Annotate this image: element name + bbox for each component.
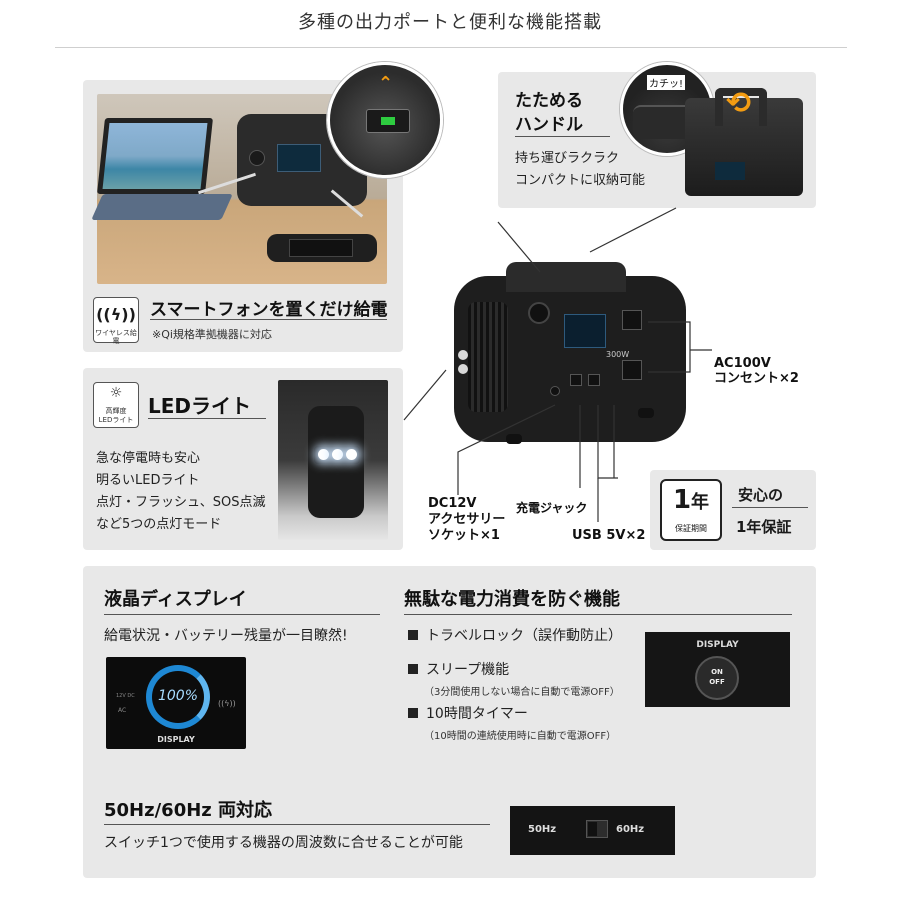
led-desc-line3: 点灯・フラッシュ、SOS点滅 xyxy=(96,495,266,510)
wireless-title-underline xyxy=(150,319,387,320)
fold-arrow-icon: ⟲ xyxy=(726,86,752,121)
lcd-wireless-icon: ((ϟ)) xyxy=(218,699,236,708)
freq-desc: スイッチ1つで使用する機器の周波数に合せることが可能 xyxy=(104,835,463,851)
dc-callout-line1: DC12V xyxy=(428,496,477,511)
callout-lines xyxy=(403,207,712,522)
led-light-photo xyxy=(278,380,388,540)
display-button-label: DISPLAY xyxy=(696,640,739,650)
led-title-underline xyxy=(148,418,266,419)
charge-jack-callout: 充電ジャック xyxy=(516,501,588,515)
on-label: ON xyxy=(711,668,723,676)
warranty-number: 1 xyxy=(672,485,692,515)
power-station-device: 300W xyxy=(446,262,694,452)
led-title: LEDライト xyxy=(148,394,252,418)
power-save-item-1: トラベルロック（誤作動防止） xyxy=(408,626,622,647)
smartphone-icon xyxy=(366,109,410,133)
wireless-pad-zoom: ⌃ xyxy=(327,62,443,178)
handle-product-photo xyxy=(685,88,803,196)
battery-percent: 100% xyxy=(157,688,199,704)
warranty-unit: 年 xyxy=(691,492,710,513)
warranty-divider xyxy=(732,507,808,508)
handle-desc-line2: コンパクトに収納可能 xyxy=(515,173,646,188)
off-label: OFF xyxy=(709,678,725,686)
handle-title-line1: たためる xyxy=(515,91,583,111)
on-off-button: ON OFF xyxy=(695,656,739,700)
lcd-left-label-1: 12V DC xyxy=(116,693,135,699)
led-desc-line2: 明るいLEDライト xyxy=(96,473,200,488)
led-desc-line1: 急な停電時も安心 xyxy=(96,451,201,466)
lcd-title: 液晶ディスプレイ xyxy=(104,589,247,610)
warranty-title-line1: 安心の xyxy=(738,486,784,504)
wireless-title: スマートフォンを置くだけ給電 xyxy=(150,300,388,320)
lcd-left-label-2: AC xyxy=(118,707,127,714)
device-watt-readout: 300W xyxy=(606,350,630,359)
dc-callout-line2: アクセサリー xyxy=(428,512,506,527)
lcd-desc: 給電状況・バッテリー残量が一目瞭然! xyxy=(104,628,348,644)
led-desc-line4: など5つの点灯モード xyxy=(96,517,222,532)
lcd-title-underline xyxy=(104,614,380,615)
freq-50-label: 50Hz xyxy=(528,824,557,835)
handle-title-line2: ハンドル xyxy=(515,115,583,135)
handle-title-underline xyxy=(515,136,610,137)
power-save-title-underline xyxy=(404,614,792,615)
wireless-note: ※Qi規格準拠機器に対応 xyxy=(152,328,272,341)
spark-icon: ⌃ xyxy=(378,73,394,94)
freq-switch-image: 50Hz 60Hz xyxy=(510,806,675,855)
freq-switch-toggle xyxy=(586,820,608,838)
page-title: 多種の出力ポートと便利な機能搭載 xyxy=(298,12,602,33)
power-save-item-3: 10時間タイマー xyxy=(408,704,528,725)
freq-60-label: 60Hz xyxy=(616,824,645,835)
title-divider xyxy=(55,47,847,48)
handle-click-sound: カチッ! xyxy=(647,75,686,90)
warranty-sub: 保証期間 xyxy=(675,524,707,533)
game-console-icon xyxy=(267,234,377,262)
freq-title: 50Hz/60Hz 両対応 xyxy=(104,800,273,821)
handle-desc-line1: 持ち運びラクラク xyxy=(515,151,620,166)
led-light-icon: ☼ 高輝度 LEDライト xyxy=(93,382,139,428)
power-save-item-2: スリープ機能 xyxy=(408,660,509,681)
warranty-title-line2: 1年保証 xyxy=(736,518,792,536)
power-save-title: 無駄な電力消費を防ぐ機能 xyxy=(404,589,620,610)
display-button-image: DISPLAY ON OFF xyxy=(645,632,790,707)
usb-callout: USB 5V×2 xyxy=(572,528,646,543)
ac-callout-line1: AC100V xyxy=(714,356,771,371)
power-save-item-2-note: （3分間使用しない場合に自動で電源OFF） xyxy=(424,687,620,698)
warranty-badge: 1年 保証期間 xyxy=(660,479,722,541)
ac-callout-line2: コンセント×2 xyxy=(714,371,799,386)
power-save-item-3-note: （10時間の連続使用時に自動で電源OFF） xyxy=(424,731,617,742)
dc-callout-line3: ソケット×1 xyxy=(428,528,500,543)
wireless-charging-icon: ((ϟ)) ワイヤレス給電 xyxy=(93,297,139,345)
lcd-display-image: 100% 12V DC AC ((ϟ)) DISPLAY xyxy=(106,657,246,749)
lcd-display-label: DISPLAY xyxy=(157,735,195,744)
freq-title-underline xyxy=(104,824,490,825)
